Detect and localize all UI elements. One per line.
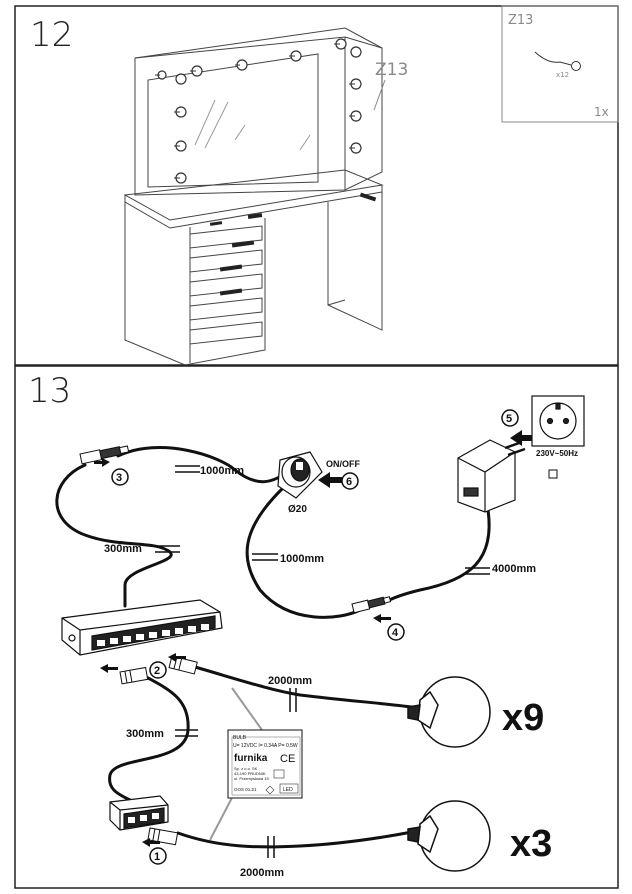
step-6: 6: [346, 476, 352, 488]
inset-box: [501, 5, 619, 123]
switch-diameter: Ø20: [288, 504, 307, 515]
step-4: 4: [392, 627, 399, 639]
cable-length-4000: 4000mm: [492, 563, 536, 575]
bulb-top: [407, 676, 491, 748]
mirror-bulb-wires: [155, 43, 355, 179]
cable-length-1000-top: 1000mm: [200, 465, 244, 477]
step-1: 1: [154, 851, 160, 863]
power-adapter: [457, 439, 526, 513]
inset-qty-small: x12: [556, 71, 569, 79]
small-square-marker: [548, 469, 558, 479]
connectors: [79, 445, 392, 846]
cable-length-300-top: 300mm: [104, 543, 142, 555]
product-label-led: LED: [283, 787, 293, 793]
product-label-address-3: ul. Przemysłowa 15: [234, 776, 269, 781]
instruction-arrows: [94, 430, 532, 847]
inset-qty: 1x: [594, 105, 609, 119]
panel-13-frame: [14, 365, 619, 889]
cable-length-2000-top: 2000mm: [268, 675, 312, 687]
step-5: 5: [506, 413, 512, 425]
inset-mini-bulb: [534, 51, 581, 71]
cable-length-2000-bottom: 2000mm: [240, 867, 284, 879]
step-number-12: 12: [30, 15, 73, 55]
step-2: 2: [154, 665, 160, 677]
wall-socket: [531, 395, 585, 447]
bulb-count-top: x9: [502, 697, 544, 739]
distribution-hub-large: [61, 599, 223, 656]
callout-leader: [373, 79, 386, 111]
inset-code: Z13: [508, 13, 533, 28]
panel-12-frame: [14, 5, 619, 366]
mirror-bulbs: [157, 38, 362, 184]
step-number-13: 13: [28, 371, 71, 411]
product-label-specs: U= 12VDC I= 0.34A P= 0.5W: [233, 743, 298, 749]
product-label: [227, 729, 303, 799]
adapter-rating: 230V~50Hz: [536, 449, 578, 458]
product-label-address-2: 43-190 PRUDNIK: [234, 771, 266, 776]
product-label-address-1: Sp. z o.o. SK: [234, 766, 258, 771]
bulb-bottom: [407, 800, 491, 872]
cable-length-1000-mid: 1000mm: [280, 553, 324, 565]
product-label-title: BULB: [233, 735, 247, 741]
drawer-handles: [209, 192, 377, 296]
vanity-desk-drawing: [123, 27, 384, 366]
onoff-switch: [277, 451, 323, 499]
distribution-hub-small: [109, 795, 169, 831]
product-label-ce: CE: [280, 753, 295, 765]
step-3: 3: [116, 472, 122, 484]
cable-length-300-bottom: 300mm: [126, 728, 164, 740]
switch-label: ON/OFF: [326, 459, 360, 469]
product-label-date: GOS 01.21: [234, 787, 257, 792]
product-label-brand: furnika: [234, 753, 268, 764]
callout-z13: Z13: [375, 60, 408, 80]
cables: [55, 446, 491, 849]
bulb-count-bottom: x3: [510, 823, 552, 865]
cable-break-marks: [155, 465, 490, 858]
